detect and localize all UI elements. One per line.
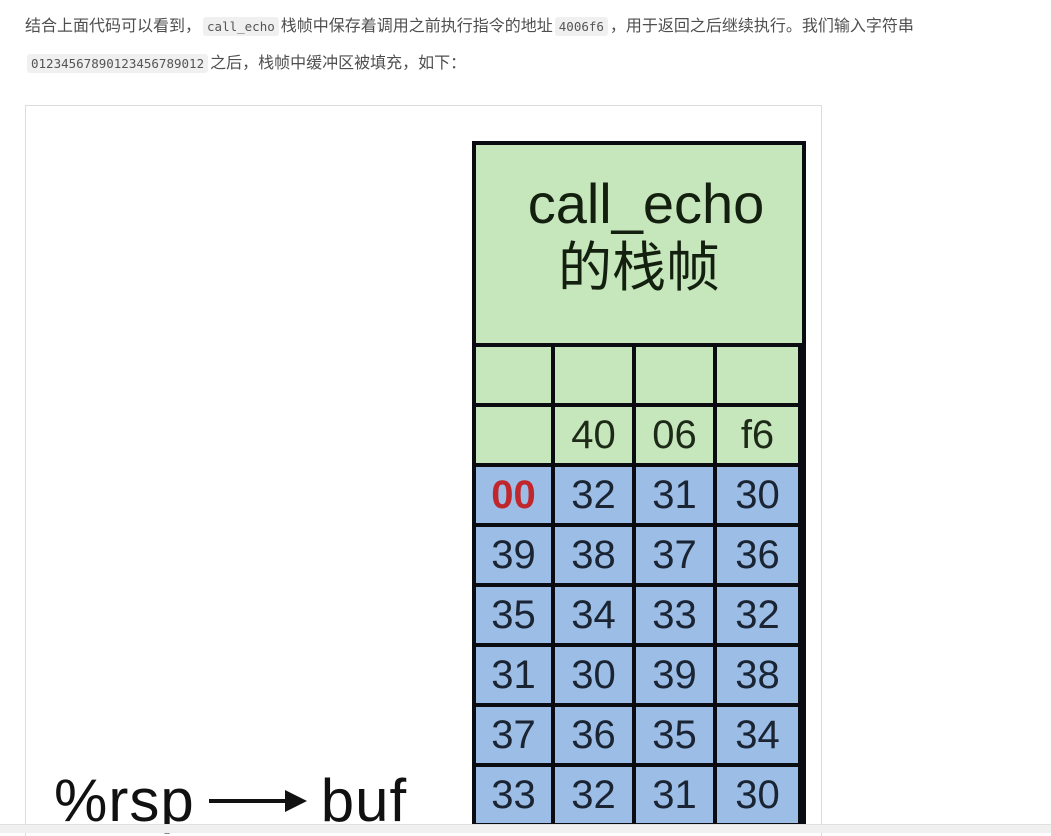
stack-row-buffer: 31 30 39 38 — [476, 647, 802, 703]
stack-frame-diagram: call_echo 的栈帧 40 06 f6 00 32 31 30 39 38… — [472, 141, 806, 827]
rsp-pointer-label: %rsp buf — [54, 766, 407, 835]
frame-title: call_echo — [527, 172, 765, 235]
stack-row-buffer: 00 32 31 30 — [476, 467, 802, 523]
text-segment: 结合上面代码可以看到， — [25, 16, 202, 35]
call-echo-frame-header: call_echo 的栈帧 — [476, 145, 802, 343]
stack-row-return-address: 40 06 f6 — [476, 407, 802, 463]
byte-cell: 31 — [636, 767, 713, 823]
byte-cell: 39 — [476, 527, 551, 583]
rsp-register-label: %rsp — [54, 767, 195, 834]
byte-cell: 38 — [717, 647, 798, 703]
stack-row-buffer: 35 34 33 32 — [476, 587, 802, 643]
byte-cell: 37 — [476, 707, 551, 763]
byte-cell: 30 — [717, 467, 798, 523]
byte-cell — [476, 347, 551, 403]
byte-cell: 39 — [636, 647, 713, 703]
byte-cell: 31 — [476, 647, 551, 703]
byte-cell: 36 — [555, 707, 632, 763]
byte-cell: 33 — [476, 767, 551, 823]
stack-diagram-figure: call_echo 的栈帧 40 06 f6 00 32 31 30 39 38… — [25, 105, 822, 836]
byte-cell: 40 — [555, 407, 632, 463]
stack-row-buffer: 39 38 37 36 — [476, 527, 802, 583]
byte-cell: 32 — [555, 467, 632, 523]
frame-subtitle: 的栈帧 — [558, 238, 720, 298]
byte-cell: f6 — [717, 407, 798, 463]
buf-label: buf — [320, 767, 408, 834]
byte-cell — [555, 347, 632, 403]
byte-cell — [636, 347, 713, 403]
byte-cell: 32 — [717, 587, 798, 643]
inline-code-address: 4006f6 — [554, 17, 608, 36]
bottom-bar — [0, 824, 1051, 833]
stack-row-buffer: 33 32 31 30 — [476, 767, 802, 823]
inline-code-call-echo: call_echo — [203, 17, 279, 36]
byte-cell: 38 — [555, 527, 632, 583]
text-segment: 栈帧中保存着调用之前执行指令的地址 — [280, 16, 553, 35]
byte-cell: 06 — [636, 407, 713, 463]
byte-cell: 34 — [717, 707, 798, 763]
inline-code-input-string: 01234567890123456789012 — [27, 54, 209, 73]
text-segment: 之后，栈帧中缓冲区被填充，如下： — [210, 53, 467, 72]
byte-cell: 31 — [636, 467, 713, 523]
stack-row-green — [476, 347, 802, 403]
byte-cell — [476, 407, 551, 463]
byte-cell: 30 — [555, 647, 632, 703]
right-arrow-icon — [208, 789, 307, 812]
byte-cell: 32 — [555, 767, 632, 823]
byte-cell: 35 — [636, 707, 713, 763]
byte-cell: 30 — [717, 767, 798, 823]
byte-cell — [717, 347, 798, 403]
byte-cell-null-terminator: 00 — [476, 467, 551, 523]
byte-cell: 36 — [717, 527, 798, 583]
byte-cell: 37 — [636, 527, 713, 583]
stack-row-buffer: 37 36 35 34 — [476, 707, 802, 763]
text-segment: ，用于返回之后继续执行。我们输入字符串 — [609, 16, 914, 35]
byte-cell: 35 — [476, 587, 551, 643]
byte-cell: 33 — [636, 587, 713, 643]
byte-cell: 34 — [555, 587, 632, 643]
